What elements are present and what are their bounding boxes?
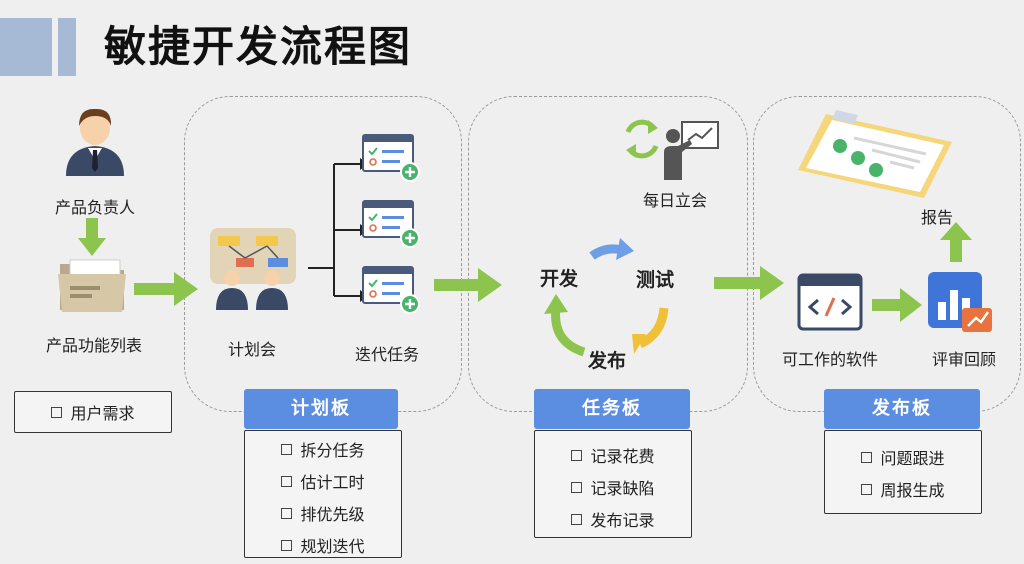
planning-checklist: 拆分任务 估计工时 排优先级 规划迭代 [244, 430, 402, 558]
page-title: 敏捷开发流程图 [104, 22, 413, 71]
task-card-icon [362, 134, 420, 182]
bar-chart-icon [928, 272, 992, 332]
branch-lines [308, 158, 368, 302]
presenter-icon [664, 121, 719, 180]
task-card-icon [362, 266, 420, 314]
task-board-tag: 任务板 [534, 389, 690, 429]
task-checklist: 记录花费 记录缺陷 发布记录 [534, 430, 692, 538]
up-arrow [940, 222, 972, 262]
checklist-item[interactable]: 排优先级 [245, 497, 401, 529]
title-accent-bar-thin [58, 18, 76, 76]
planning-board-tag: 计划板 [244, 389, 398, 429]
code-window-icon [797, 273, 863, 331]
title-accent-bar [0, 18, 52, 76]
checklist-item[interactable]: 用户需求 [51, 396, 135, 428]
standup-label: 每日立会 [642, 191, 707, 210]
clipboard-icon [798, 110, 952, 198]
report-label: 报告 [920, 208, 953, 227]
release-checklist: 问题跟进 周报生成 [824, 430, 982, 514]
meeting-label: 计划会 [227, 340, 276, 359]
checkbox-icon [571, 481, 583, 493]
checklist-item[interactable]: 记录缺陷 [535, 471, 691, 503]
folder-icon [58, 259, 126, 312]
planning-board-icon [210, 228, 296, 310]
person-icon [66, 108, 124, 176]
checklist-item[interactable]: 问题跟进 [825, 441, 981, 473]
review-label: 评审回顾 [931, 350, 996, 369]
checkbox-icon [281, 507, 293, 519]
checklist-item[interactable]: 记录花费 [535, 439, 691, 471]
checkbox-icon [571, 513, 583, 525]
owner-label: 产品负责人 [54, 198, 135, 217]
checkbox-icon [281, 539, 293, 551]
release-board-tag: 发布板 [824, 389, 980, 429]
software-label: 可工作的软件 [781, 350, 878, 369]
iteration-label: 迭代任务 [354, 345, 419, 364]
down-arrow [78, 218, 106, 256]
right-arrow [714, 266, 784, 300]
cycle-arrows [544, 238, 669, 357]
checkbox-icon [861, 483, 873, 495]
checklist-item[interactable]: 拆分任务 [245, 433, 401, 465]
right-arrow [134, 272, 198, 306]
checkbox-icon [281, 443, 293, 455]
task-card-icon [362, 200, 420, 248]
checkbox-icon [861, 451, 873, 463]
backlog-checklist: 用户需求 [14, 391, 172, 433]
backlog-label: 产品功能列表 [45, 336, 142, 355]
cycle-step-test: 测试 [636, 269, 675, 291]
checklist-item[interactable]: 估计工时 [245, 465, 401, 497]
refresh-icon [625, 119, 659, 159]
cycle-step-release: 发布 [588, 350, 627, 372]
checklist-item[interactable]: 周报生成 [825, 473, 981, 505]
checklist-item[interactable]: 规划迭代 [245, 529, 401, 561]
cycle-step-develop: 开发 [540, 268, 579, 290]
checkbox-icon [51, 406, 63, 418]
right-arrow [434, 268, 502, 302]
checklist-item[interactable]: 发布记录 [535, 503, 691, 535]
right-arrow [872, 288, 922, 322]
checkbox-icon [281, 475, 293, 487]
checkbox-icon [571, 449, 583, 461]
